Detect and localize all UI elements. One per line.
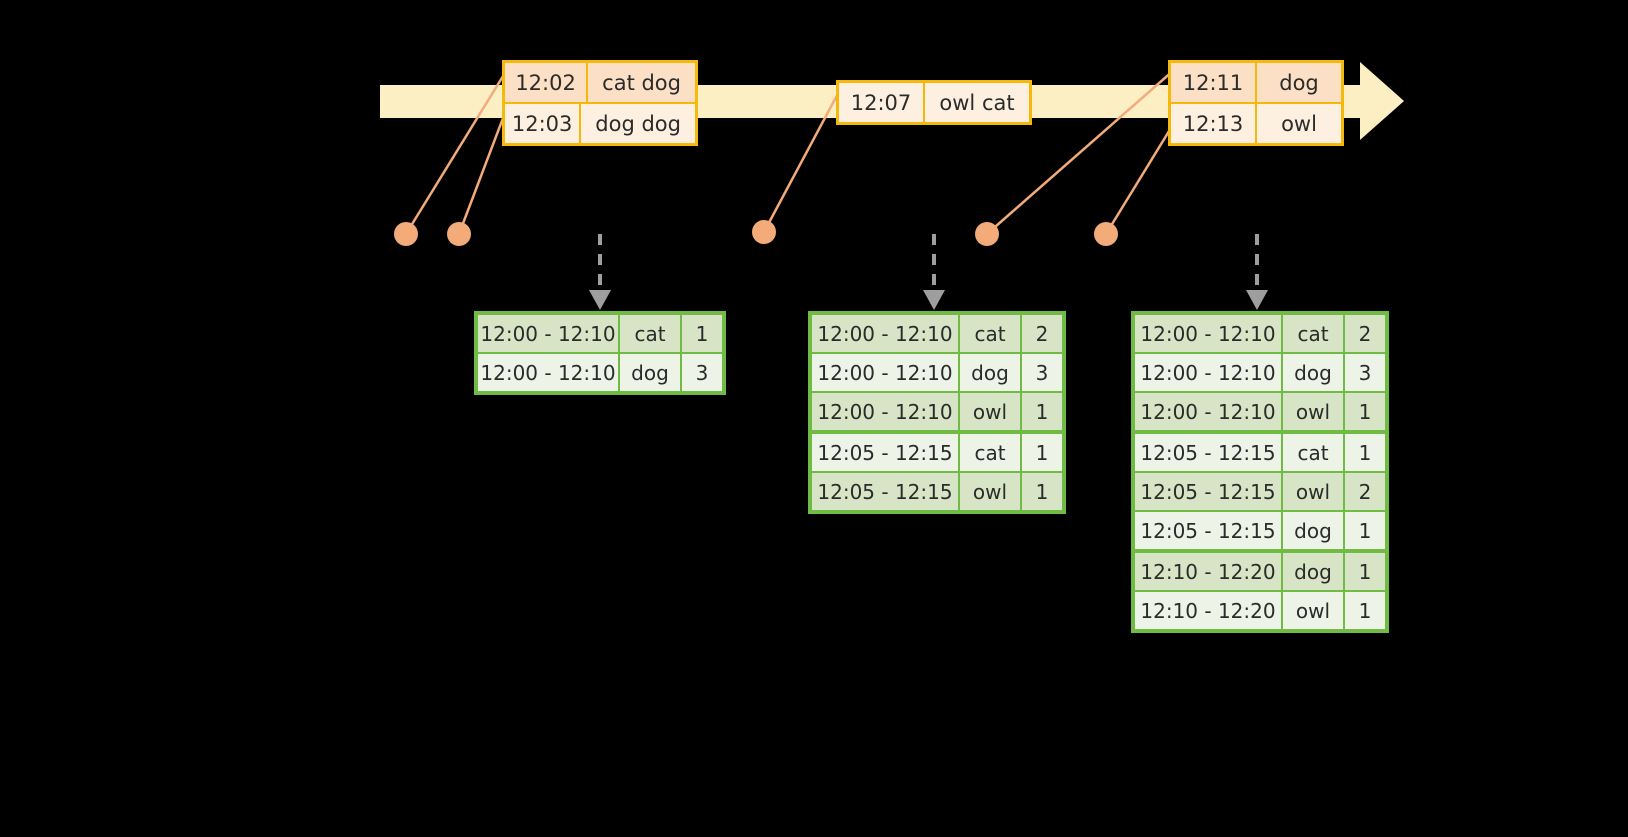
event-time: 12:11	[1171, 63, 1257, 102]
event-time: 12:02	[505, 63, 589, 102]
event-row: 12:03 dog dog	[505, 102, 695, 143]
event-dot-5	[1094, 222, 1118, 246]
count-cell: 3	[1358, 360, 1372, 385]
event-time: 12:13	[1171, 104, 1257, 143]
count-cell: 2	[1358, 321, 1372, 346]
flow-arrow-3-head	[1246, 290, 1268, 310]
connector-line-5	[1104, 122, 1176, 235]
count-cell: 3	[695, 360, 709, 385]
window-cell: 12:05 - 12:15	[1135, 473, 1283, 510]
count-cell: 1	[1035, 399, 1049, 424]
window-cell: 12:00 - 12:10	[812, 354, 960, 391]
key-cell: owl	[960, 393, 1022, 430]
connector-line-2	[457, 104, 510, 235]
flow-arrow-1-head	[589, 290, 611, 310]
key-cell: owl	[1283, 473, 1345, 510]
count-cell: 3	[1035, 360, 1049, 385]
key-cell: cat	[1283, 434, 1345, 471]
event-row: 12:02 cat dog	[505, 63, 695, 102]
count-cell: 1	[1358, 598, 1372, 623]
event-time: 12:07	[839, 83, 925, 122]
count-cell: 1	[1358, 559, 1372, 584]
key-cell: owl	[1283, 393, 1345, 430]
window-cell: 12:05 - 12:15	[1135, 434, 1283, 471]
connector-line-3	[762, 85, 844, 233]
key-cell: cat	[1283, 315, 1345, 352]
key-cell: owl	[1283, 592, 1345, 629]
event-group-1: 12:02 cat dog 12:03 dog dog	[502, 60, 698, 146]
window-cell: 12:00 - 12:10	[478, 354, 620, 391]
event-row: 12:13 owl	[1171, 102, 1341, 143]
window-cell: 12:10 - 12:20	[1135, 553, 1283, 590]
event-words: owl cat	[939, 90, 1015, 115]
count-cell: 1	[1358, 399, 1372, 424]
event-group-2: 12:07 owl cat	[836, 80, 1032, 125]
count-cell: 1	[1358, 518, 1372, 543]
event-row: 12:11 dog	[1171, 63, 1341, 102]
flow-arrows	[589, 234, 1268, 310]
window-cell: 12:05 - 12:15	[812, 473, 960, 510]
connector-line-1	[404, 67, 510, 235]
key-cell: dog	[1283, 512, 1345, 549]
event-row: 12:07 owl cat	[839, 83, 1029, 122]
key-cell: owl	[960, 473, 1022, 510]
key-cell: dog	[1283, 354, 1345, 391]
window-cell: 12:00 - 12:10	[478, 315, 620, 352]
key-cell: dog	[620, 354, 682, 391]
event-time: 12:03	[505, 104, 582, 143]
key-cell: cat	[960, 315, 1022, 352]
window-cell: 12:00 - 12:10	[1135, 354, 1283, 391]
count-cell: 2	[1358, 479, 1372, 504]
event-dot-3	[752, 220, 776, 244]
count-cell: 1	[1035, 440, 1049, 465]
key-cell: cat	[620, 315, 682, 352]
event-words: dog dog	[595, 111, 681, 136]
event-words: cat dog	[602, 70, 681, 95]
key-cell: cat	[960, 434, 1022, 471]
event-dots	[394, 220, 1118, 246]
count-cell: 1	[695, 321, 709, 346]
window-cell: 12:05 - 12:15	[1135, 512, 1283, 549]
event-dot-4	[975, 222, 999, 246]
count-cell: 1	[1035, 479, 1049, 504]
event-words: owl	[1281, 111, 1317, 136]
event-dot-1	[394, 222, 418, 246]
window-cell: 12:00 - 12:10	[1135, 315, 1283, 352]
flow-arrow-2-head	[923, 290, 945, 310]
window-cell: 12:00 - 12:10	[812, 315, 960, 352]
key-cell: dog	[1283, 553, 1345, 590]
window-cell: 12:10 - 12:20	[1135, 592, 1283, 629]
event-group-3: 12:11 dog 12:13 owl	[1168, 60, 1344, 146]
count-cell: 1	[1358, 440, 1372, 465]
key-cell: dog	[960, 354, 1022, 391]
window-cell: 12:00 - 12:10	[812, 393, 960, 430]
window-cell: 12:00 - 12:10	[1135, 393, 1283, 430]
window-cell: 12:05 - 12:15	[812, 434, 960, 471]
count-cell: 2	[1035, 321, 1049, 346]
event-words: dog	[1279, 70, 1319, 95]
event-dot-2	[447, 222, 471, 246]
